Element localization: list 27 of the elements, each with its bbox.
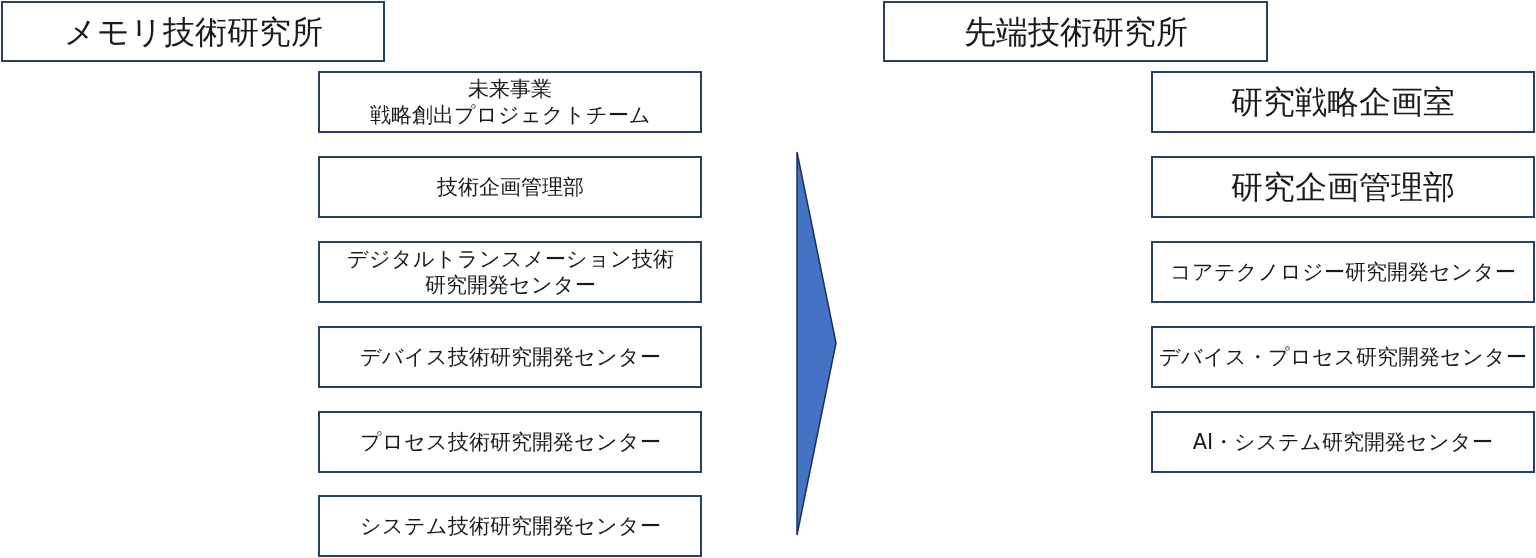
org-unit-box	[318, 411, 702, 473]
org-unit-label: プロセス技術研究開発センター	[359, 429, 661, 455]
org-unit-label: 先端技術研究所	[963, 11, 1188, 52]
org-unit-box	[318, 241, 702, 303]
triangle-arrow-shape	[795, 150, 839, 538]
org-unit-label: コアテクノロジー研究開発センター	[1170, 259, 1516, 285]
org-unit-box	[1151, 411, 1535, 473]
org-unit-box	[1151, 241, 1535, 303]
org-unit-label: デジタルトランスメーション技術研究開発センター	[346, 246, 674, 298]
org-unit-label: AI・システム研究開発センター	[1192, 429, 1494, 455]
org-unit-label: 技術企画管理部	[436, 174, 584, 200]
org-unit-box	[1151, 156, 1535, 218]
org-unit-label: 未来事業戦略創出プロジェクトチーム	[369, 76, 651, 128]
org-unit-box	[318, 326, 702, 388]
institute-title-box	[883, 1, 1268, 62]
org-unit-box	[1151, 326, 1535, 388]
org-unit-label: 研究戦略企画室	[1231, 82, 1455, 122]
org-unit-label: 研究企画管理部	[1231, 167, 1455, 207]
org-unit-box	[318, 495, 702, 557]
org-unit-box	[318, 156, 702, 218]
org-unit-box	[318, 71, 702, 133]
org-unit-label: デバイス技術研究開発センター	[359, 344, 661, 370]
institute-title-box	[1, 1, 385, 62]
org-unit-label: デバイス・プロセス研究開発センター	[1159, 344, 1527, 370]
org-unit-box	[1151, 71, 1535, 133]
org-unit-label: メモリ技術研究所	[63, 11, 323, 52]
org-unit-label: システム技術研究開発センター	[359, 513, 661, 539]
